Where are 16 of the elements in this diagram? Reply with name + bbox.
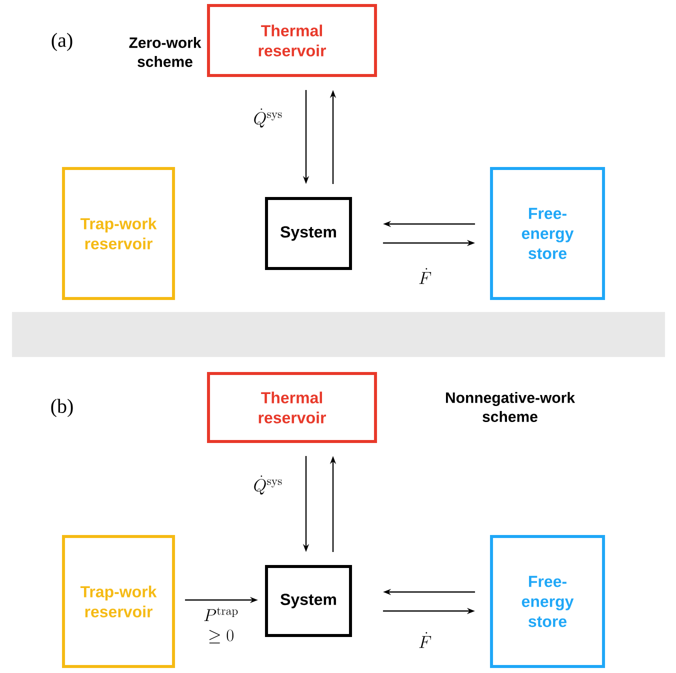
system-box: System bbox=[265, 565, 352, 637]
reservoir-box: Thermal reservoir bbox=[207, 4, 377, 77]
reservoir-box: Trap-work reservoir bbox=[62, 167, 175, 300]
reservoir-box: Trap-work reservoir bbox=[62, 535, 175, 668]
edge-label: $\dot{Q}^{\mathrm{sys}}$ bbox=[254, 108, 282, 128]
store-box: Free-energy store bbox=[490, 535, 605, 668]
panel-label: (b) bbox=[51, 398, 73, 418]
store-box: Free-energy store bbox=[490, 167, 605, 300]
edge-label: $\dot{F}$ bbox=[419, 632, 432, 648]
edge-label: $\dot{F}$ bbox=[419, 268, 432, 284]
reservoir-box: Thermal reservoir bbox=[207, 372, 377, 443]
panel-label: (a) bbox=[52, 32, 72, 52]
system-box: System bbox=[265, 197, 352, 270]
edge-label: $\begin{array}{c}P^{\mathrm{trap}}\\ \geq 0\end{array}$ bbox=[204, 607, 238, 644]
scheme-title: Nonnegative-work scheme bbox=[446, 392, 576, 422]
edge-label: $\dot{Q}^{\mathrm{sys}}$ bbox=[254, 475, 282, 495]
